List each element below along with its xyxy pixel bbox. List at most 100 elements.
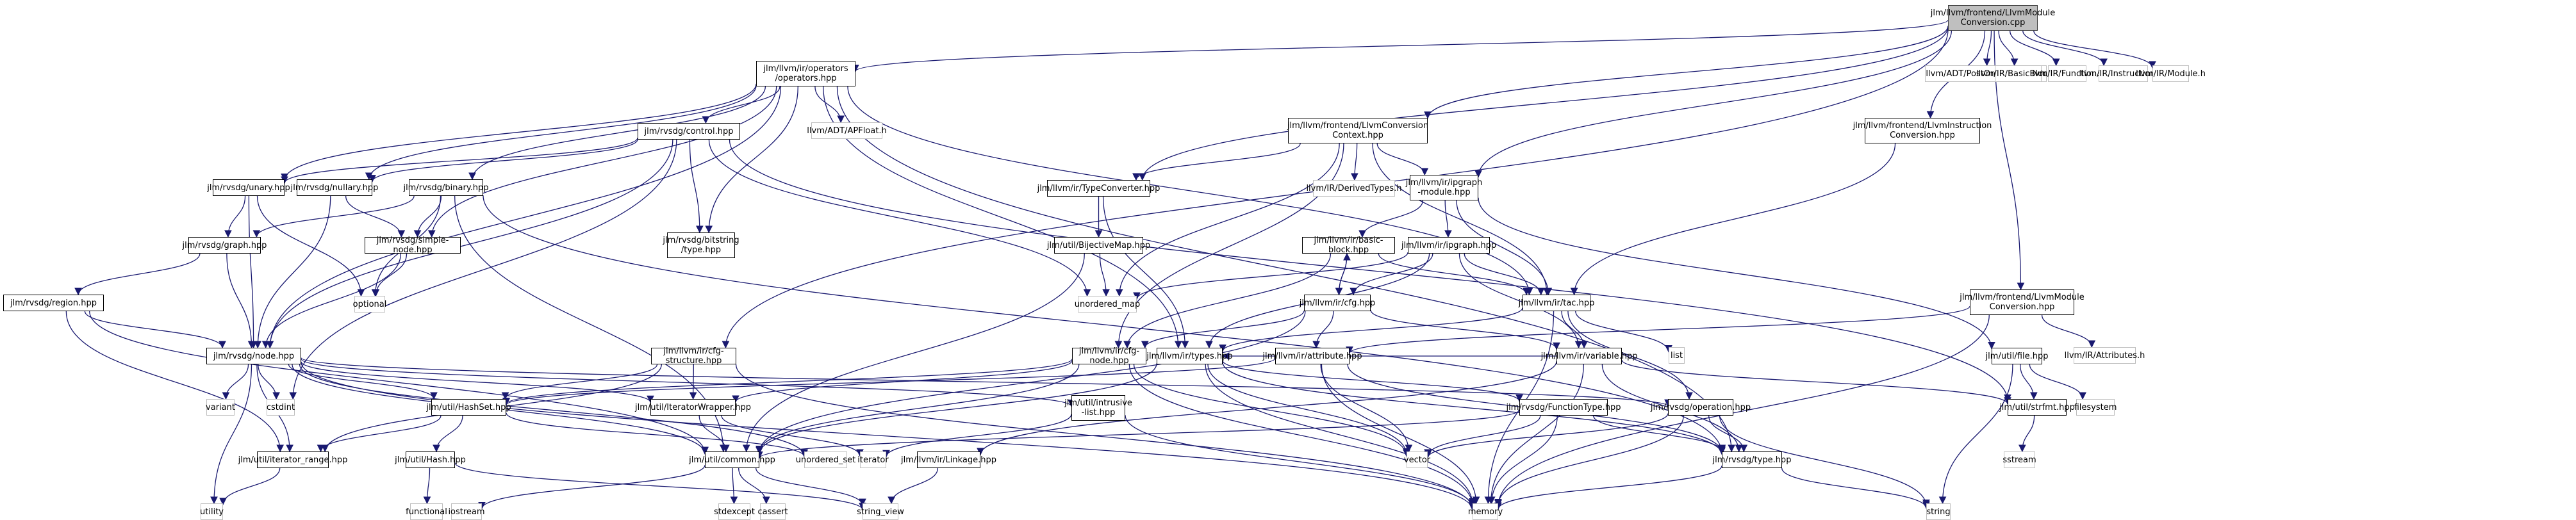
edge-functype-to-rvtype [1592,415,1726,453]
edge-ctx-to-umap [1115,143,1340,297]
edge-ops-to-rvtype [836,86,1735,453]
graph-node-ctx[interactable]: jlm/llvm/frontend/LlvmConversion Context… [1287,118,1428,143]
graph-node-linkage[interactable]: jlm/llvm/ir/Linkage.hpp [901,451,996,468]
edge-ops-to-binary [468,86,766,181]
graph-node-cfg[interactable]: jlm/llvm/ir/cfg.hpp [1300,295,1375,311]
edge-types-to-rvtype [1222,362,1726,455]
graph-node-ipgraph[interactable]: jlm/llvm/ir/ipgraph.hpp [1401,237,1496,254]
graph-node-control[interactable]: jlm/rvsdg/control.hpp [638,123,740,140]
graph-node-operation[interactable]: jlm/rvsdg/operation.hpp [1651,399,1751,416]
graph-node-iterwrap[interactable]: jlm/util/IteratorWrapper.hpp [635,399,751,416]
edge-binary-to-simplenode [413,195,442,238]
graph-node-intrusive[interactable]: jlm/util/intrusive -list.hpp [1064,395,1132,421]
graph-node-module-llvm: llvm/IR/Module.h [2136,65,2206,82]
graph-node-iterrange[interactable]: jlm/util/iterator_range.hpp [238,451,347,468]
graph-node-tac[interactable]: jlm/llvm/ir/tac.hpp [1519,295,1594,311]
edge-bijective-to-umap [1099,253,1110,297]
edge-tac-to-variable [1561,311,1588,349]
graph-node-types[interactable]: jlm/llvm/ir/types.hpp [1146,348,1233,364]
graph-node-derived: llvm/IR/DerivedTypes.h [1306,180,1402,197]
edge-hash-to-stringview [454,462,866,510]
edge-binary-to-rvtype [483,195,1726,455]
graph-node-typeconv[interactable]: jlm/llvm/ir/TypeConverter.hpp [1037,180,1160,197]
graph-node-node[interactable]: jlm/rvsdg/node.hpp [206,348,301,364]
graph-node-vector: vector [1404,451,1430,468]
edge-attribute-to-hashset [502,357,1276,406]
graph-node-bijective[interactable]: jlm/util/BijectiveMap.hpp [1047,237,1150,254]
edge-unary-to-optional [256,195,365,297]
edge-modconvhpp-to-attrs_llvm [2041,314,2096,348]
graph-node-variable[interactable]: jlm/llvm/ir/variable.hpp [1541,348,1637,364]
edge-root-to-ctx [1424,26,1949,119]
edge-basicblock-to-cfgnode [1123,253,1332,349]
graph-node-string: string [1926,503,1951,520]
edge-functype-to-memory [1487,415,1558,505]
graph-node-binary[interactable]: jlm/rvsdg/binary.hpp [403,179,489,196]
edge-ops-to-control [702,86,780,124]
edge-types-to-vector [1207,364,1410,456]
edge-hashset-to-iterrange [317,415,442,453]
graph-node-uset: unordered_set [796,451,855,468]
edge-node-to-uset [299,364,808,457]
graph-node-ops[interactable]: jlm/llvm/ir/operators /operators.hpp [756,61,855,86]
edge-instconv-to-tac [1570,143,1896,296]
graph-node-common[interactable]: jlm/util/common.hpp [689,451,775,468]
edge-root-to-bb_llvm [1998,30,2019,67]
graph-node-strfmt[interactable]: jlm/util/strfmt.hpp [1999,399,2075,416]
edge-node-to-iterwrap [301,361,654,403]
edge-control-to-node [266,139,673,349]
edge-region-to-common [89,311,709,455]
graph-node-instr-llvm: llvm/IR/Instructions.h [2079,65,2167,82]
edge-ctx-to-ipgmod [1376,143,1429,176]
edge-control-to-strfmt [729,139,2011,402]
graph-node-instconv[interactable]: jlm/llvm/frontend/LlvmInstruction Conver… [1853,118,1992,143]
edge-intrusive-to-iterator [882,414,1072,458]
edge-ctx-to-derived [1351,143,1358,181]
graph-node-bitstring[interactable]: jlm/rvsdg/bitstring /type.hpp [663,232,739,258]
edge-operation-to-memory [1494,415,1684,507]
edge-nullary-to-node [254,195,331,349]
edge-ops-to-tac [847,86,1533,296]
edge-iterwrap-to-common [698,415,730,453]
edge-node-to-hashset [288,364,438,400]
edge-cfgstruct-to-hashset [501,364,658,400]
graph-node-umap: unordered_map [1075,296,1140,313]
graph-node-ipgmod[interactable]: jlm/llvm/ir/ipgraph -module.hpp [1406,175,1482,200]
edge-binary-to-graph [252,195,415,238]
edge-typeconv-to-types [1102,196,1189,349]
graph-node-functype[interactable]: jlm/rvsdg/FunctionType.hpp [1507,399,1621,416]
graph-node-cfgnode[interactable]: jlm/llvm/ir/cfg-node.hpp [1072,346,1146,366]
graph-node-sstream: sstream [2002,451,2036,468]
graph-node-optional: optional [353,296,386,313]
edge-file-to-filesystem [2029,364,2086,400]
edge-cfg-to-basicblock [1338,252,1351,295]
edge-common-to-iostream [478,465,706,510]
graph-node-region[interactable]: jlm/rvsdg/region.hpp [3,295,104,311]
graph-node-hash[interactable]: jlm/util/Hash.hpp [395,451,466,468]
edge-control-to-nullary [368,139,638,183]
edge-ipgmod-to-basicblock [1358,200,1424,238]
graph-node-cfgstruct[interactable]: jlm/llvm/ir/cfg-structure.hpp [651,346,736,366]
edge-modconvhpp-to-memory [1494,314,1990,508]
graph-node-unary[interactable]: jlm/rvsdg/unary.hpp [207,179,290,196]
graph-node-hashset[interactable]: jlm/util/HashSet.hpp [426,399,511,416]
graph-node-modconvhpp[interactable]: jlm/llvm/frontend/LlvmModule Conversion.… [1960,289,2085,315]
graph-node-simplenode[interactable]: jlm/rvsdg/simple-node.hpp [365,236,461,255]
graph-node-rvtype[interactable]: jlm/rvsdg/type.hpp [1713,451,1791,468]
edge-cfg-to-attribute [1312,311,1334,349]
graph-node-basicblock[interactable]: jlm/llvm/ir/basic-block.hpp [1302,236,1395,255]
edge-common-to-cassert [738,467,770,505]
edge-rvtype-to-memory [1494,465,1722,510]
edge-ops-to-unary [281,83,757,181]
graph-node-root[interactable]: jlm/llvm/frontend/LlvmModule Conversion.… [1931,5,2055,31]
edge-cfgnode-to-hashset [502,359,1073,405]
graph-node-functional: functional [406,503,447,520]
graph-node-nullary[interactable]: jlm/rvsdg/nullary.hpp [291,179,378,196]
edge-cfgstruct-to-iterwrap [689,364,697,400]
edge-root-to-postorder [1983,30,1992,67]
graph-node-utility: utility [200,503,224,520]
graph-node-file[interactable]: jlm/util/file.hpp [1986,348,2048,364]
graph-node-attribute[interactable]: jlm/llvm/ir/attribute.hpp [1262,348,1362,364]
graph-node-graph[interactable]: jlm/rvsdg/graph.hpp [183,237,267,254]
edge-control-to-cstdint [289,139,677,400]
